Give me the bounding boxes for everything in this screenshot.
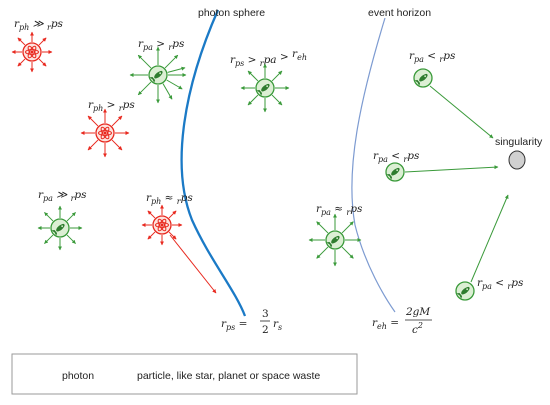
particle-burst-between [240,63,290,113]
photon-burst-far [11,31,53,73]
emission-arrow [87,139,99,151]
particle-burst-at-horizon [308,213,362,267]
emission-arrow [111,115,123,127]
event-horizon-label: event horizon [368,7,431,19]
emission-arrow [147,231,156,240]
emission-arrow [38,37,47,46]
photon-sphere-radius-formula: rps = 3 2 rs [221,308,282,336]
relation-label-pa-lt-top: rpa < rps [409,50,456,64]
relation-label-ps-pa-eh: rps > rpa > reh [230,48,307,68]
particle-icon [148,65,168,85]
emission-arrow [17,58,26,67]
emission-arrow [341,246,354,259]
photon-escape-trajectory [169,234,217,294]
legend: photon particle, like star, planet or sp… [11,353,358,395]
emission-arrow [38,58,47,67]
emission-arrow [247,70,259,82]
particle-to-singularity-bottom [470,194,509,283]
particle-to-singularity-top [429,85,494,139]
emission-arrow [168,231,177,240]
particle-icon [413,68,433,88]
emission-arrow [17,37,26,46]
emission-arrow [111,139,123,151]
particle-burst-outside [129,46,187,104]
singularity-label: singularity [495,136,543,148]
particle-to-singularity-mid [404,165,499,173]
relation-label-pa-approx: rpa ≈ rps [316,203,363,217]
relation-label-pa-lt-bottom: rpa < rps [477,277,524,291]
relation-label-pa-much-gt: rpa ≫ rps [38,189,87,203]
relation-label-ph-approx: rph ≈ rps [146,192,193,206]
emission-arrow [164,54,179,69]
photon-burst-near [80,108,130,158]
event-horizon-curve [351,17,396,313]
emission-arrow [341,221,354,234]
relation-label-pa-gt: rpa > rps [138,38,185,52]
svg-text:2: 2 [262,324,269,336]
emission-arrow [247,94,259,106]
photon-icon [95,123,115,143]
legend-box [11,353,358,395]
particle-icon [385,162,405,182]
particle-icon [455,281,475,301]
emission-arrow [166,79,183,90]
trajectories [169,68,509,301]
singularity-disc [508,150,526,170]
emission-arrow [168,210,177,219]
emission-arrow [44,234,54,244]
photon-sphere-label: photon sphere [198,7,265,19]
event-horizon-radius-formula: reh = 2gM c2 [372,306,432,336]
emission-arrow [147,210,156,219]
svg-text:reh =: reh = [372,317,399,331]
emission-arrow [66,234,76,244]
legend-photon-label: photon [62,370,94,382]
emission-arrow [271,94,283,106]
legend-particle-label: particle, like star, planet or space was… [137,370,320,382]
relation-label-pa-lt-mid: rpa < rps [373,150,420,164]
particle-icon [255,78,275,98]
emission-arrow [87,115,99,127]
emission-arrow [66,212,76,222]
emission-arrow [137,54,152,69]
emission-arrow [316,246,329,259]
emission-arrow [44,212,54,222]
photon-icon [22,42,42,62]
relation-label-ph-gt: rph > rps [88,99,135,113]
particle-icon [50,218,70,238]
emission-arrow [162,83,173,100]
emission-arrow [271,70,283,82]
particle-icon [325,230,345,250]
emission-arrow [316,221,329,234]
photon-sphere-curve [180,9,247,317]
svg-text:3: 3 [262,308,269,320]
photon-icon [152,215,172,235]
emission-arrow [167,66,186,73]
emission-arrow [137,81,152,96]
svg-text:c2: c2 [412,321,423,336]
photon-burst-at-sphere [141,204,183,246]
relation-label-ph-much-gt: rph ≫ rps [14,18,64,32]
emission-bursts [11,31,362,394]
svg-text:rs: rs [273,318,282,332]
particle-burst-far [37,205,83,251]
svg-text:rps =: rps = [221,318,247,332]
svg-text:2gM: 2gM [405,306,430,318]
